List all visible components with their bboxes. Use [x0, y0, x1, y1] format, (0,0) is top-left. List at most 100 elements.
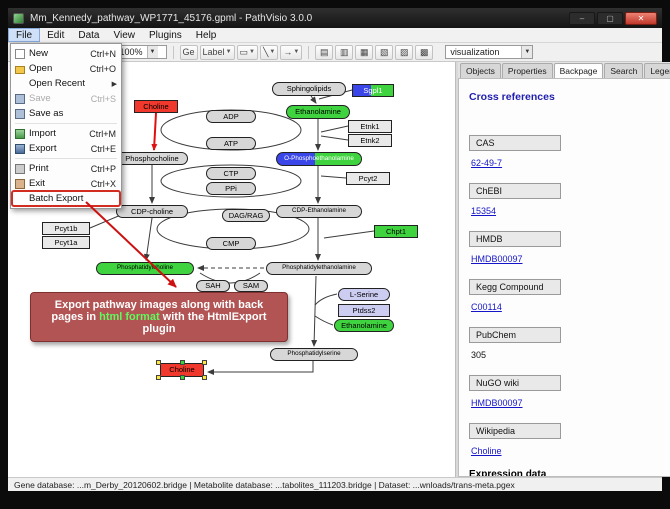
menu-file[interactable]: File	[8, 28, 41, 42]
pathway-node-o-phosphoethanolamine[interactable]: O-Phosphoethanolamine	[276, 152, 362, 166]
pathway-node-ctp[interactable]: CTP	[206, 167, 256, 180]
chevron-down-icon[interactable]: ▼	[269, 49, 276, 55]
crossref-link[interactable]: 62-49-7	[471, 158, 503, 168]
pathway-node-atp[interactable]: ATP	[206, 137, 256, 150]
menu-edit[interactable]: Edit	[47, 29, 65, 41]
zoom-combobox[interactable]: 100% ▼	[114, 45, 167, 59]
pathway-node-phosphocholine[interactable]: Phosphocholine	[116, 152, 188, 165]
label-tool[interactable]: Label▼	[199, 44, 235, 60]
menu-plugins[interactable]: Plugins	[148, 29, 182, 41]
align-vertical-button-glyph: ▥	[340, 46, 349, 57]
menu-item-shortcut: Ctrl+P	[90, 163, 116, 174]
pathway-node-dag-rag[interactable]: DAG/RAG	[222, 209, 270, 222]
selection-handle-corner[interactable]	[202, 375, 207, 380]
crossref-link[interactable]: Choline	[471, 446, 502, 456]
pathway-node-phosphatidylserine[interactable]: Phosphatidylserine	[270, 348, 358, 361]
tab-backpage[interactable]: Backpage	[553, 63, 604, 78]
to-front-button[interactable]: ▨	[395, 44, 414, 60]
pathway-node-etnk2[interactable]: Etnk2	[348, 134, 392, 147]
pathway-node-pcyt1a[interactable]: Pcyt1a	[42, 236, 90, 249]
line-tool[interactable]: ╲▼	[259, 44, 279, 60]
pathway-node-ppi[interactable]: PPi	[206, 182, 256, 195]
common-height-button[interactable]: ▧	[375, 44, 394, 60]
pathway-node-ptdss2[interactable]: Ptdss2	[338, 304, 390, 317]
to-back-button[interactable]: ▩	[415, 44, 434, 60]
pathway-node-pcyt2[interactable]: Pcyt2	[346, 172, 390, 185]
menu-help[interactable]: Help	[195, 29, 217, 41]
pathway-node-sgpl1[interactable]: Sgpl1	[352, 84, 394, 97]
menu-view[interactable]: View	[113, 29, 135, 41]
tab-properties[interactable]: Properties	[501, 63, 553, 78]
arrow-tool[interactable]: →▼	[280, 44, 303, 60]
pathway-node-cmp[interactable]: CMP	[206, 237, 256, 250]
file-menu-item-save-as[interactable]: Save as	[12, 106, 120, 121]
crossref-link[interactable]: C00114	[471, 302, 502, 312]
chevron-down-icon[interactable]: ▼	[293, 49, 300, 55]
close-button[interactable]: ✕	[625, 11, 657, 25]
chevron-down-icon[interactable]: ▼	[146, 46, 158, 58]
menu-item-shortcut: Ctrl+N	[90, 48, 116, 59]
side-panel: ObjectsPropertiesBackpageSearchLegend Cr…	[458, 62, 670, 477]
pathway-node-sphingolipids[interactable]: Sphingolipids	[272, 82, 346, 96]
file-menu-item-open-recent[interactable]: Open Recent▶	[12, 76, 120, 91]
menu-separator	[15, 158, 117, 159]
pathway-node-ethanolamine[interactable]: Ethanolamine	[286, 105, 350, 119]
align-horizontal-button[interactable]: ▤	[315, 44, 334, 60]
section-header: HMDB	[469, 231, 561, 247]
chevron-down-icon[interactable]: ▼	[225, 49, 232, 55]
pathway-node-chpt1[interactable]: Chpt1	[374, 225, 418, 238]
menu-item-label: Export	[29, 143, 57, 154]
pathway-edge	[151, 112, 158, 151]
pathway-edge	[207, 361, 314, 375]
align-vertical-button[interactable]: ▥	[335, 44, 354, 60]
pathway-node-sam[interactable]: SAM	[234, 280, 268, 292]
chevron-down-icon[interactable]: ▼	[521, 46, 533, 58]
visualization-combobox[interactable]: visualization ▼	[445, 45, 534, 59]
pathway-node-pcyt1b[interactable]: Pcyt1b	[42, 222, 90, 235]
selection-handle-corner[interactable]	[202, 360, 207, 365]
common-width-button[interactable]: ▦	[355, 44, 374, 60]
pathway-node-phosphatidylethanolamine[interactable]: Phosphatidylethanolamine	[266, 262, 372, 275]
pathway-node-choline[interactable]: Choline	[134, 100, 178, 113]
pathway-node-ethanolamine[interactable]: Ethanolamine	[334, 319, 394, 332]
file-menu-item-batch-export[interactable]: Batch Export	[11, 190, 121, 207]
selection-handle-corner[interactable]	[156, 360, 161, 365]
pathway-edge	[310, 95, 317, 104]
maximize-button[interactable]: ▢	[597, 11, 623, 25]
tab-search[interactable]: Search	[604, 63, 644, 78]
shape-tool[interactable]: ▭▼	[236, 44, 258, 60]
crossref-link[interactable]: HMDB00097	[471, 398, 523, 408]
pathway-canvas[interactable]: Export pathway images along with back pa…	[8, 62, 455, 477]
pathway-node-l-serine[interactable]: L-Serine	[338, 288, 390, 301]
pathway-node-cdp-ethanolamine[interactable]: CDP-Ethanolamine	[276, 205, 362, 218]
pathway-node-cdp-choline[interactable]: CDP-choline	[116, 205, 188, 218]
selection-handle-mid[interactable]	[180, 375, 185, 380]
section-header: CAS	[469, 135, 561, 151]
gene-product-tool[interactable]: Ge	[179, 44, 198, 60]
crossref-link[interactable]: HMDB00097	[471, 254, 523, 264]
minimize-button[interactable]: –	[569, 11, 595, 25]
pathway-node-phosphatidylcholine[interactable]: Phosphatidylcholine	[96, 262, 194, 275]
selection-handle-mid[interactable]	[180, 360, 185, 365]
titlebar[interactable]: Mm_Kennedy_pathway_WP1771_45176.gpml - P…	[8, 8, 662, 28]
pathway-node-etnk1[interactable]: Etnk1	[348, 120, 392, 133]
menu-data[interactable]: Data	[78, 29, 100, 41]
chevron-down-icon[interactable]: ▼	[249, 49, 255, 55]
crossref-link[interactable]: 15354	[471, 206, 497, 216]
tab-objects[interactable]: Objects	[460, 63, 501, 78]
pathway-edge	[320, 125, 349, 133]
panel-splitter[interactable]	[455, 62, 458, 477]
pathway-node-adp[interactable]: ADP	[206, 110, 256, 123]
tab-legend[interactable]: Legend	[644, 63, 670, 78]
pathway-node-sah[interactable]: SAH	[196, 280, 230, 292]
selection-handle-corner[interactable]	[156, 375, 161, 380]
